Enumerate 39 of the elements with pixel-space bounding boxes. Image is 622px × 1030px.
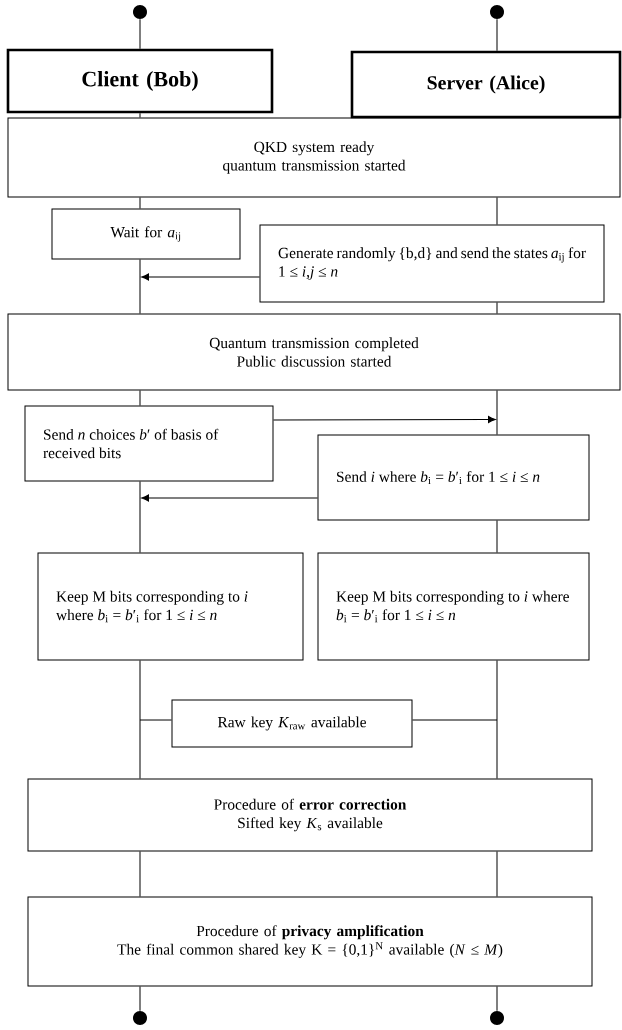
- terminal-dot: [133, 5, 147, 19]
- connector-line: [139, 660, 141, 779]
- header-box: Server (Alice): [350, 50, 622, 119]
- step-box: Raw key K$_{raw}$ available: [171, 699, 413, 748]
- arrow: [273, 416, 496, 424]
- connector-line: [496, 302, 498, 314]
- connector-line: [139, 851, 141, 897]
- connector-line: [496, 197, 498, 225]
- connector-line: [139, 18, 141, 50]
- connector-line: [496, 390, 498, 435]
- step-box: Keep M bits corresponding to i where b$_{i}$ = b′$_{i}$ for 1 ≤ i ≤ n: [317, 552, 590, 661]
- terminal-dot: [490, 1011, 504, 1025]
- connector-line: [139, 719, 172, 721]
- header-box: Client (Bob): [6, 48, 274, 114]
- step-box: Generate randomly {b,d} and send the states a$_{ij}$ for 1 ≤ i,j ≤ n: [259, 224, 605, 303]
- connector-line: [139, 481, 141, 553]
- connector-line: [496, 520, 498, 553]
- terminal-dot: [490, 5, 504, 19]
- connector-line: [496, 660, 498, 779]
- step-box: Procedure of privacy amplification The final common shared key K = {0,1}$^{N}$ available (N ≤ M): [27, 896, 593, 987]
- step-box: Send i where b$_{i}$ = b′$_{i}$ for 1 ≤ i ≤ n: [317, 434, 590, 521]
- step-box: Send n choices b′ of basis of received bits: [24, 405, 274, 482]
- arrow: [141, 494, 318, 502]
- step-box: QKD system ready quantum transmission started: [7, 117, 621, 198]
- connector-line: [139, 259, 141, 314]
- arrow: [141, 273, 260, 281]
- connector-line: [139, 112, 141, 118]
- step-box: Keep M bits corresponding to i where b$_{i}$ = b′$_{i}$ for 1 ≤ i ≤ n: [37, 552, 304, 661]
- connector-line: [496, 851, 498, 897]
- connector-line: [139, 197, 141, 209]
- connector-line: [139, 390, 141, 406]
- step-box: Wait for a$_{ij}$: [51, 208, 241, 260]
- connector-line: [496, 18, 498, 52]
- connector-line: [496, 986, 498, 1012]
- step-box: Procedure of error correction Sifted key K$_{s}$ available: [27, 778, 593, 852]
- connector-line: [139, 986, 141, 1012]
- step-box: Quantum transmission completed Public discussion started: [7, 313, 621, 391]
- connector-line: [412, 719, 498, 721]
- terminal-dot: [133, 1011, 147, 1025]
